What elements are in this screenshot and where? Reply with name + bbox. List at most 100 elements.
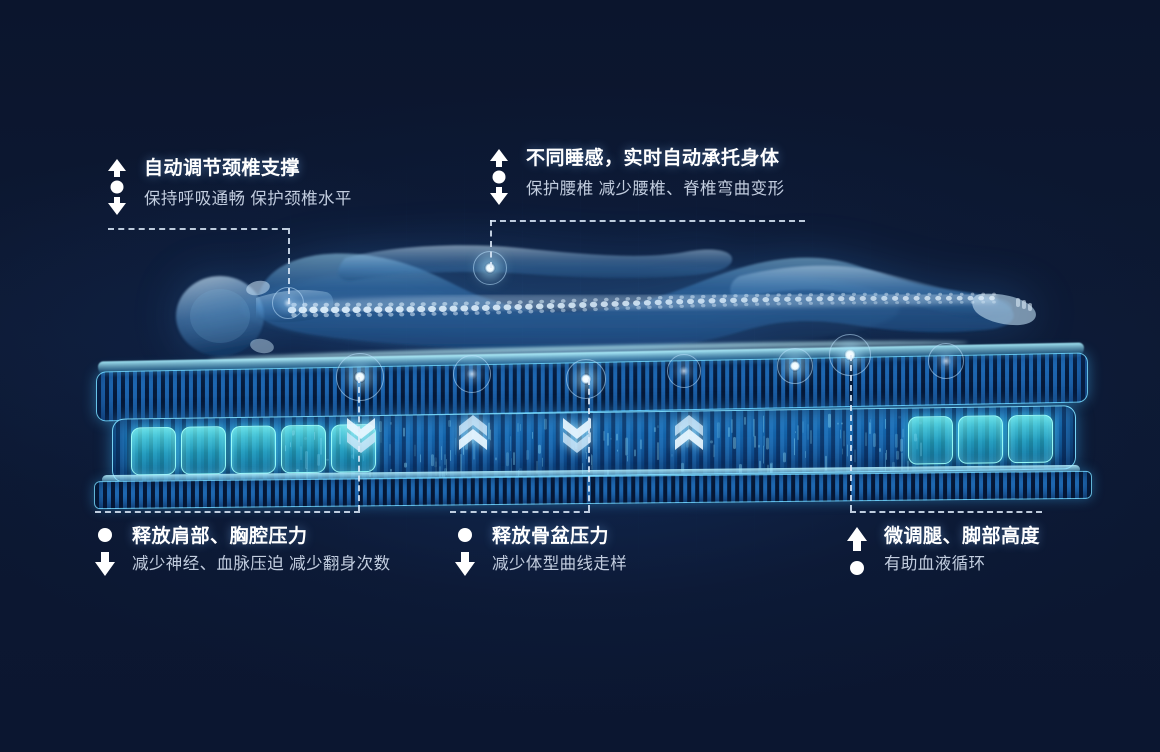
callout-leg-foot-height[interactable]: 微调腿、脚部高度 有助血液循环: [844, 524, 1040, 578]
coil-speck: [290, 442, 291, 447]
coil-speck: [837, 423, 839, 425]
coil-speck: [896, 451, 899, 460]
callout-title: 自动调节颈椎支撑: [144, 156, 352, 182]
connector-neck-horizontal: [108, 228, 288, 230]
callout-pelvis-pressure[interactable]: 释放骨盆压力 减少体型曲线走样: [452, 524, 627, 578]
coil-speck: [610, 438, 612, 440]
cyan-cells-right: [908, 415, 1053, 463]
callout-title: 微调腿、脚部高度: [884, 524, 1040, 550]
dot-arrow-down-icon: [452, 526, 478, 578]
air-cell: [1008, 415, 1053, 464]
coil-speck: [914, 433, 917, 441]
coil-speck: [603, 431, 605, 441]
coil-speck: [717, 422, 720, 438]
coil-speck: [783, 452, 786, 462]
connector-support-vertical: [490, 220, 492, 268]
coil-speck: [895, 434, 898, 448]
coil-speck: [802, 421, 804, 433]
coil-speck: [754, 436, 756, 448]
coil-speck: [797, 425, 799, 440]
coil-speck: [794, 438, 795, 455]
coil-speck: [300, 446, 302, 460]
callout-subtitle: 有助血液循环: [884, 551, 1040, 577]
connector-shoulder-horizontal: [95, 511, 360, 513]
coil-speck: [731, 419, 733, 433]
chevron-up-icon: [672, 414, 706, 454]
callout-subtitle: 保持呼吸通畅 保护颈椎水平: [144, 186, 352, 212]
callout-title: 释放骨盆压力: [492, 524, 627, 550]
coil-speck: [460, 454, 462, 472]
coil-speck: [326, 459, 329, 461]
coil-speck: [654, 427, 656, 432]
coil-speck: [431, 454, 434, 466]
coil-speck: [885, 419, 886, 429]
coil-speck: [532, 432, 533, 439]
coil-speck: [854, 449, 856, 462]
callout-subtitle: 减少神经、血脉压迫 减少翻身次数: [132, 551, 390, 577]
callout-text: 释放肩部、胸腔压力 减少神经、血脉压迫 减少翻身次数: [132, 524, 390, 577]
callout-auto-body-support[interactable]: 不同睡感，实时自动承托身体 保护腰椎 减少腰椎、脊椎弯曲变形: [486, 146, 784, 206]
callout-text: 释放骨盆压力 减少体型曲线走样: [492, 524, 627, 577]
air-cell: [131, 427, 176, 476]
coil-speck: [304, 437, 307, 440]
coil-speck: [607, 433, 609, 446]
coil-speck: [420, 454, 421, 462]
sensor-node: [467, 369, 478, 380]
coil-speck: [842, 449, 843, 455]
connector-pelvis-horizontal: [450, 511, 590, 513]
coil-speck: [510, 436, 511, 451]
coil-speck: [517, 423, 519, 432]
coil-speck: [320, 438, 322, 455]
coil-speck: [733, 437, 736, 449]
connector-leg-horizontal: [850, 511, 1042, 513]
coil-speck: [285, 445, 286, 451]
coil-speck: [538, 445, 541, 454]
connector-pelvis-vertical: [588, 379, 590, 511]
coil-speck: [807, 424, 809, 440]
chevron-down-icon: [344, 414, 378, 454]
coil-speck: [671, 454, 673, 457]
coil-speck: [900, 439, 903, 452]
sensor-node: [941, 356, 952, 367]
coil-speck: [640, 439, 642, 449]
coil-speck: [305, 451, 308, 469]
coil-speck: [616, 434, 618, 441]
coil-speck: [339, 428, 341, 445]
coil-speck: [520, 424, 521, 431]
coil-speck: [495, 457, 497, 460]
coil-speck: [317, 454, 320, 466]
callout-text: 自动调节颈椎支撑 保持呼吸通畅 保护颈椎水平: [144, 156, 352, 212]
callout-title: 释放肩部、胸腔压力: [132, 524, 390, 550]
air-cell: [958, 415, 1003, 464]
coil-speck: [805, 451, 806, 458]
callout-subtitle: 减少体型曲线走样: [492, 551, 627, 577]
coil-speck: [403, 428, 405, 437]
coil-speck: [744, 417, 746, 425]
callout-title: 不同睡感，实时自动承托身体: [526, 146, 784, 172]
coil-speck: [657, 425, 659, 428]
coil-speck: [506, 452, 509, 466]
coil-speck: [710, 440, 713, 443]
coil-speck: [902, 429, 904, 438]
callout-neck-support[interactable]: 自动调节颈椎支撑 保持呼吸通畅 保护颈椎水平: [104, 156, 352, 216]
coil-speck: [763, 446, 764, 464]
coil-speck: [490, 429, 491, 440]
air-cell: [181, 426, 226, 475]
arrow-up-dot-arrow-down-icon: [104, 158, 130, 216]
connector-support-horizontal: [490, 220, 805, 222]
coil-speck: [390, 422, 392, 425]
coil-speck: [389, 444, 391, 456]
coil-speck: [841, 423, 843, 425]
coil-speck: [513, 452, 515, 465]
callout-text: 微调腿、脚部高度 有助血液循环: [884, 524, 1040, 577]
callout-text: 不同睡感，实时自动承托身体 保护腰椎 减少腰椎、脊椎弯曲变形: [526, 146, 784, 202]
coil-speck: [450, 450, 451, 461]
connector-leg-vertical: [850, 355, 852, 511]
coil-speck: [763, 416, 764, 433]
coil-speck: [526, 450, 529, 460]
coil-speck: [634, 449, 636, 456]
callout-shoulder-chest-pressure[interactable]: 释放肩部、胸腔压力 减少神经、血脉压迫 减少翻身次数: [92, 524, 390, 578]
coil-speck: [879, 448, 881, 452]
coil-speck: [380, 431, 382, 443]
